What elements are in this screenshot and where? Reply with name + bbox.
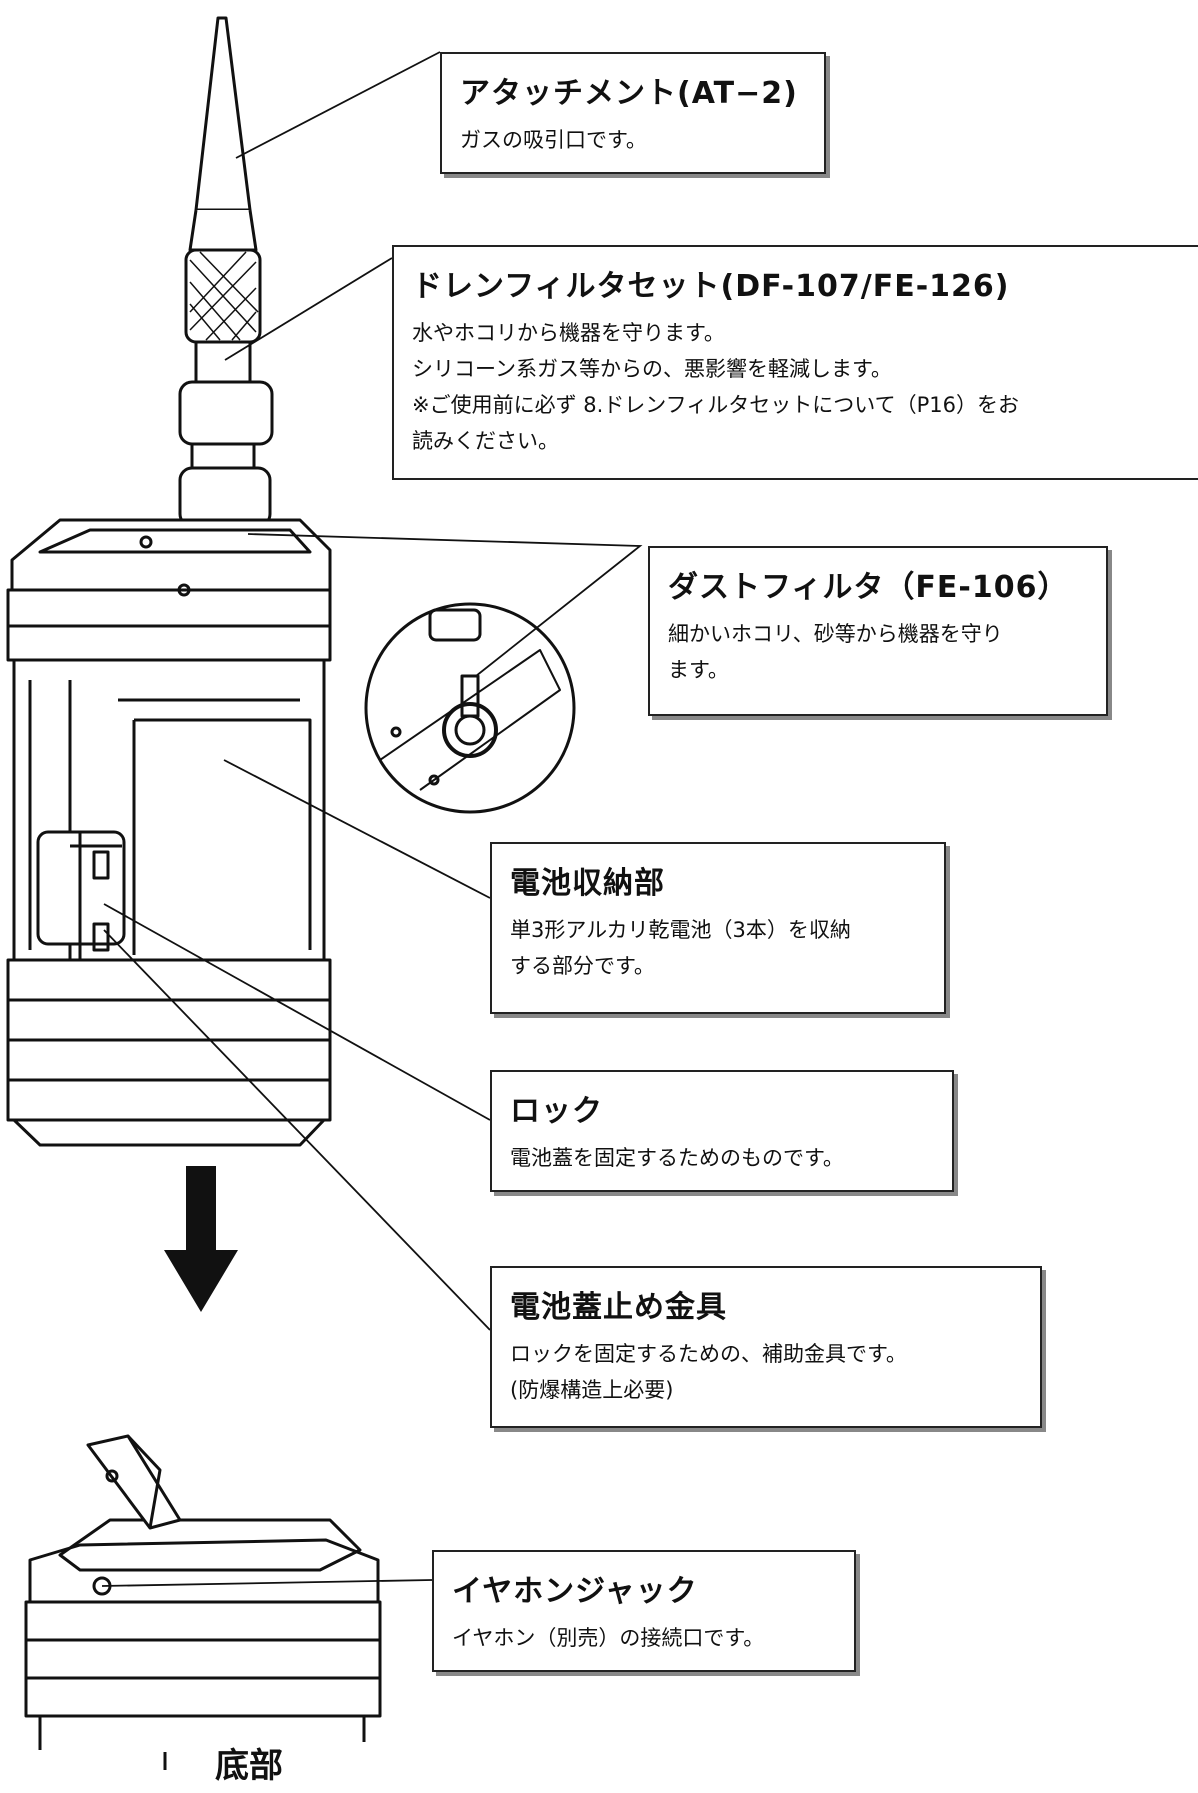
leader-bracket (103, 929, 491, 1331)
dust-filter-title: ダストフィルタ（FE-106） (668, 570, 1069, 605)
leader-earphone (101, 1579, 433, 1587)
dust-filter-callout: ダストフィルタ（FE-106） 細かいホコリ、砂等から機器を守り ます。 (648, 546, 1108, 716)
earphone-title: イヤホンジャック (452, 1574, 698, 1609)
bracket-desc-1: ロックを固定するための、補助金具です。 (510, 1342, 907, 1366)
earphone-jack-callout: イヤホンジャック イヤホン（別売）の接続口です。 (432, 1550, 856, 1672)
dust-filter-detail (364, 602, 576, 814)
lock-callout: ロック 電池蓋を固定するためのものです。 (490, 1070, 954, 1192)
attachment-desc: ガスの吸引口です。 (460, 128, 647, 152)
leader-dust (247, 533, 643, 677)
leader-lock (103, 903, 491, 1121)
attachment-title: アタッチメント(AT−2) (460, 76, 798, 111)
bracket-desc-2: (防爆構造上必要) (510, 1378, 674, 1402)
bottom-view-label: 底部 (215, 1746, 283, 1786)
lock-title: ロック (510, 1094, 603, 1129)
attachment-nozzle (188, 16, 258, 252)
battery-compartment-callout: 電池収納部 単3形アルカリ乾電池（3本）を収納 する部分です。 (490, 842, 946, 1014)
leader-drain (224, 257, 393, 361)
leader-attachment (235, 51, 441, 159)
attachment-callout: アタッチメント(AT−2) ガスの吸引口です。 (440, 52, 826, 174)
battery-title: 電池収納部 (510, 866, 665, 901)
bracket-title: 電池蓋止め金具 (510, 1290, 727, 1325)
device-bottom-view (24, 1434, 382, 1770)
earphone-desc: イヤホン（別売）の接続口です。 (452, 1626, 765, 1650)
battery-desc-1: 単3形アルカリ乾電池（3本）を収納 (510, 918, 851, 942)
dust-filter-desc-2: ます。 (668, 658, 729, 682)
drain-filter-title: ドレンフィルタセット(DF-107/FE-126) (412, 269, 1010, 304)
dust-filter-desc-1: 細かいホコリ、砂等から機器を守り (668, 622, 1003, 646)
leader-battery (223, 759, 491, 899)
drain-filter-desc-1: 水やホコリから機器を守ります。 (412, 321, 725, 345)
device-body (6, 518, 332, 1147)
drain-filter-callout: ドレンフィルタセット(DF-107/FE-126) 水やホコリから機器を守ります… (392, 245, 1198, 480)
drain-filter-desc-2: シリコーン系ガス等からの、悪影響を軽減します。 (412, 357, 892, 381)
drain-filter-desc-3: ※ご使用前に必ず 8.ドレンフィルタセットについて（P16）をお (412, 393, 1020, 417)
drain-filter-assembly (178, 248, 274, 562)
down-arrow (164, 1166, 238, 1312)
lock-desc: 電池蓋を固定するためのものです。 (510, 1146, 844, 1170)
battery-desc-2: する部分です。 (510, 954, 655, 978)
drain-filter-desc-4: 読みください。 (412, 429, 559, 453)
battery-cover-bracket-callout: 電池蓋止め金具 ロックを固定するための、補助金具です。 (防爆構造上必要) (490, 1266, 1042, 1428)
